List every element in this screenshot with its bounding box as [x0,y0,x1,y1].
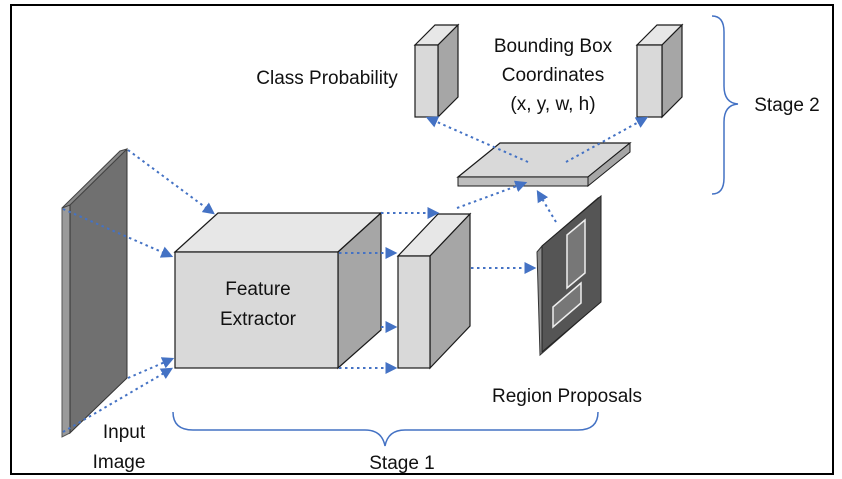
feature-map-block [396,212,472,370]
region-proposals-label: Region Proposals [492,386,642,407]
bbox-coordinates-block [635,23,684,119]
feature-extractor-label-2: Extractor [220,309,297,330]
arrow-map-to-plate [456,180,528,209]
class-probability-block [413,23,460,119]
bbox-label-2: Coordinates [502,65,604,86]
flow-arrows [62,116,649,433]
bbox-label-3: (x, y, w, h) [510,94,595,115]
arrow-proposals-to-plate [536,189,557,223]
class-probability-label: Class Probability [256,68,398,89]
arrow-plate-to-class [425,116,529,163]
stage2-brace [711,15,739,195]
arrow-image-top [127,149,215,215]
input-image-label-2: Image [93,452,146,473]
stage1-brace [172,411,599,447]
bbox-label-1: Bounding Box [494,36,613,57]
input-image-panel [61,147,128,438]
stage1-label: Stage 1 [369,453,435,474]
stage2-label: Stage 2 [754,95,820,116]
arrow-image-bottom [62,367,174,433]
region-proposals-panel [536,194,602,357]
arrow-image-left [62,208,174,258]
feature-extractor-label-1: Feature [225,279,290,300]
roi-feature-plate [456,141,632,188]
input-image-label-1: Input [103,422,146,443]
arrow-image-right [127,357,175,379]
